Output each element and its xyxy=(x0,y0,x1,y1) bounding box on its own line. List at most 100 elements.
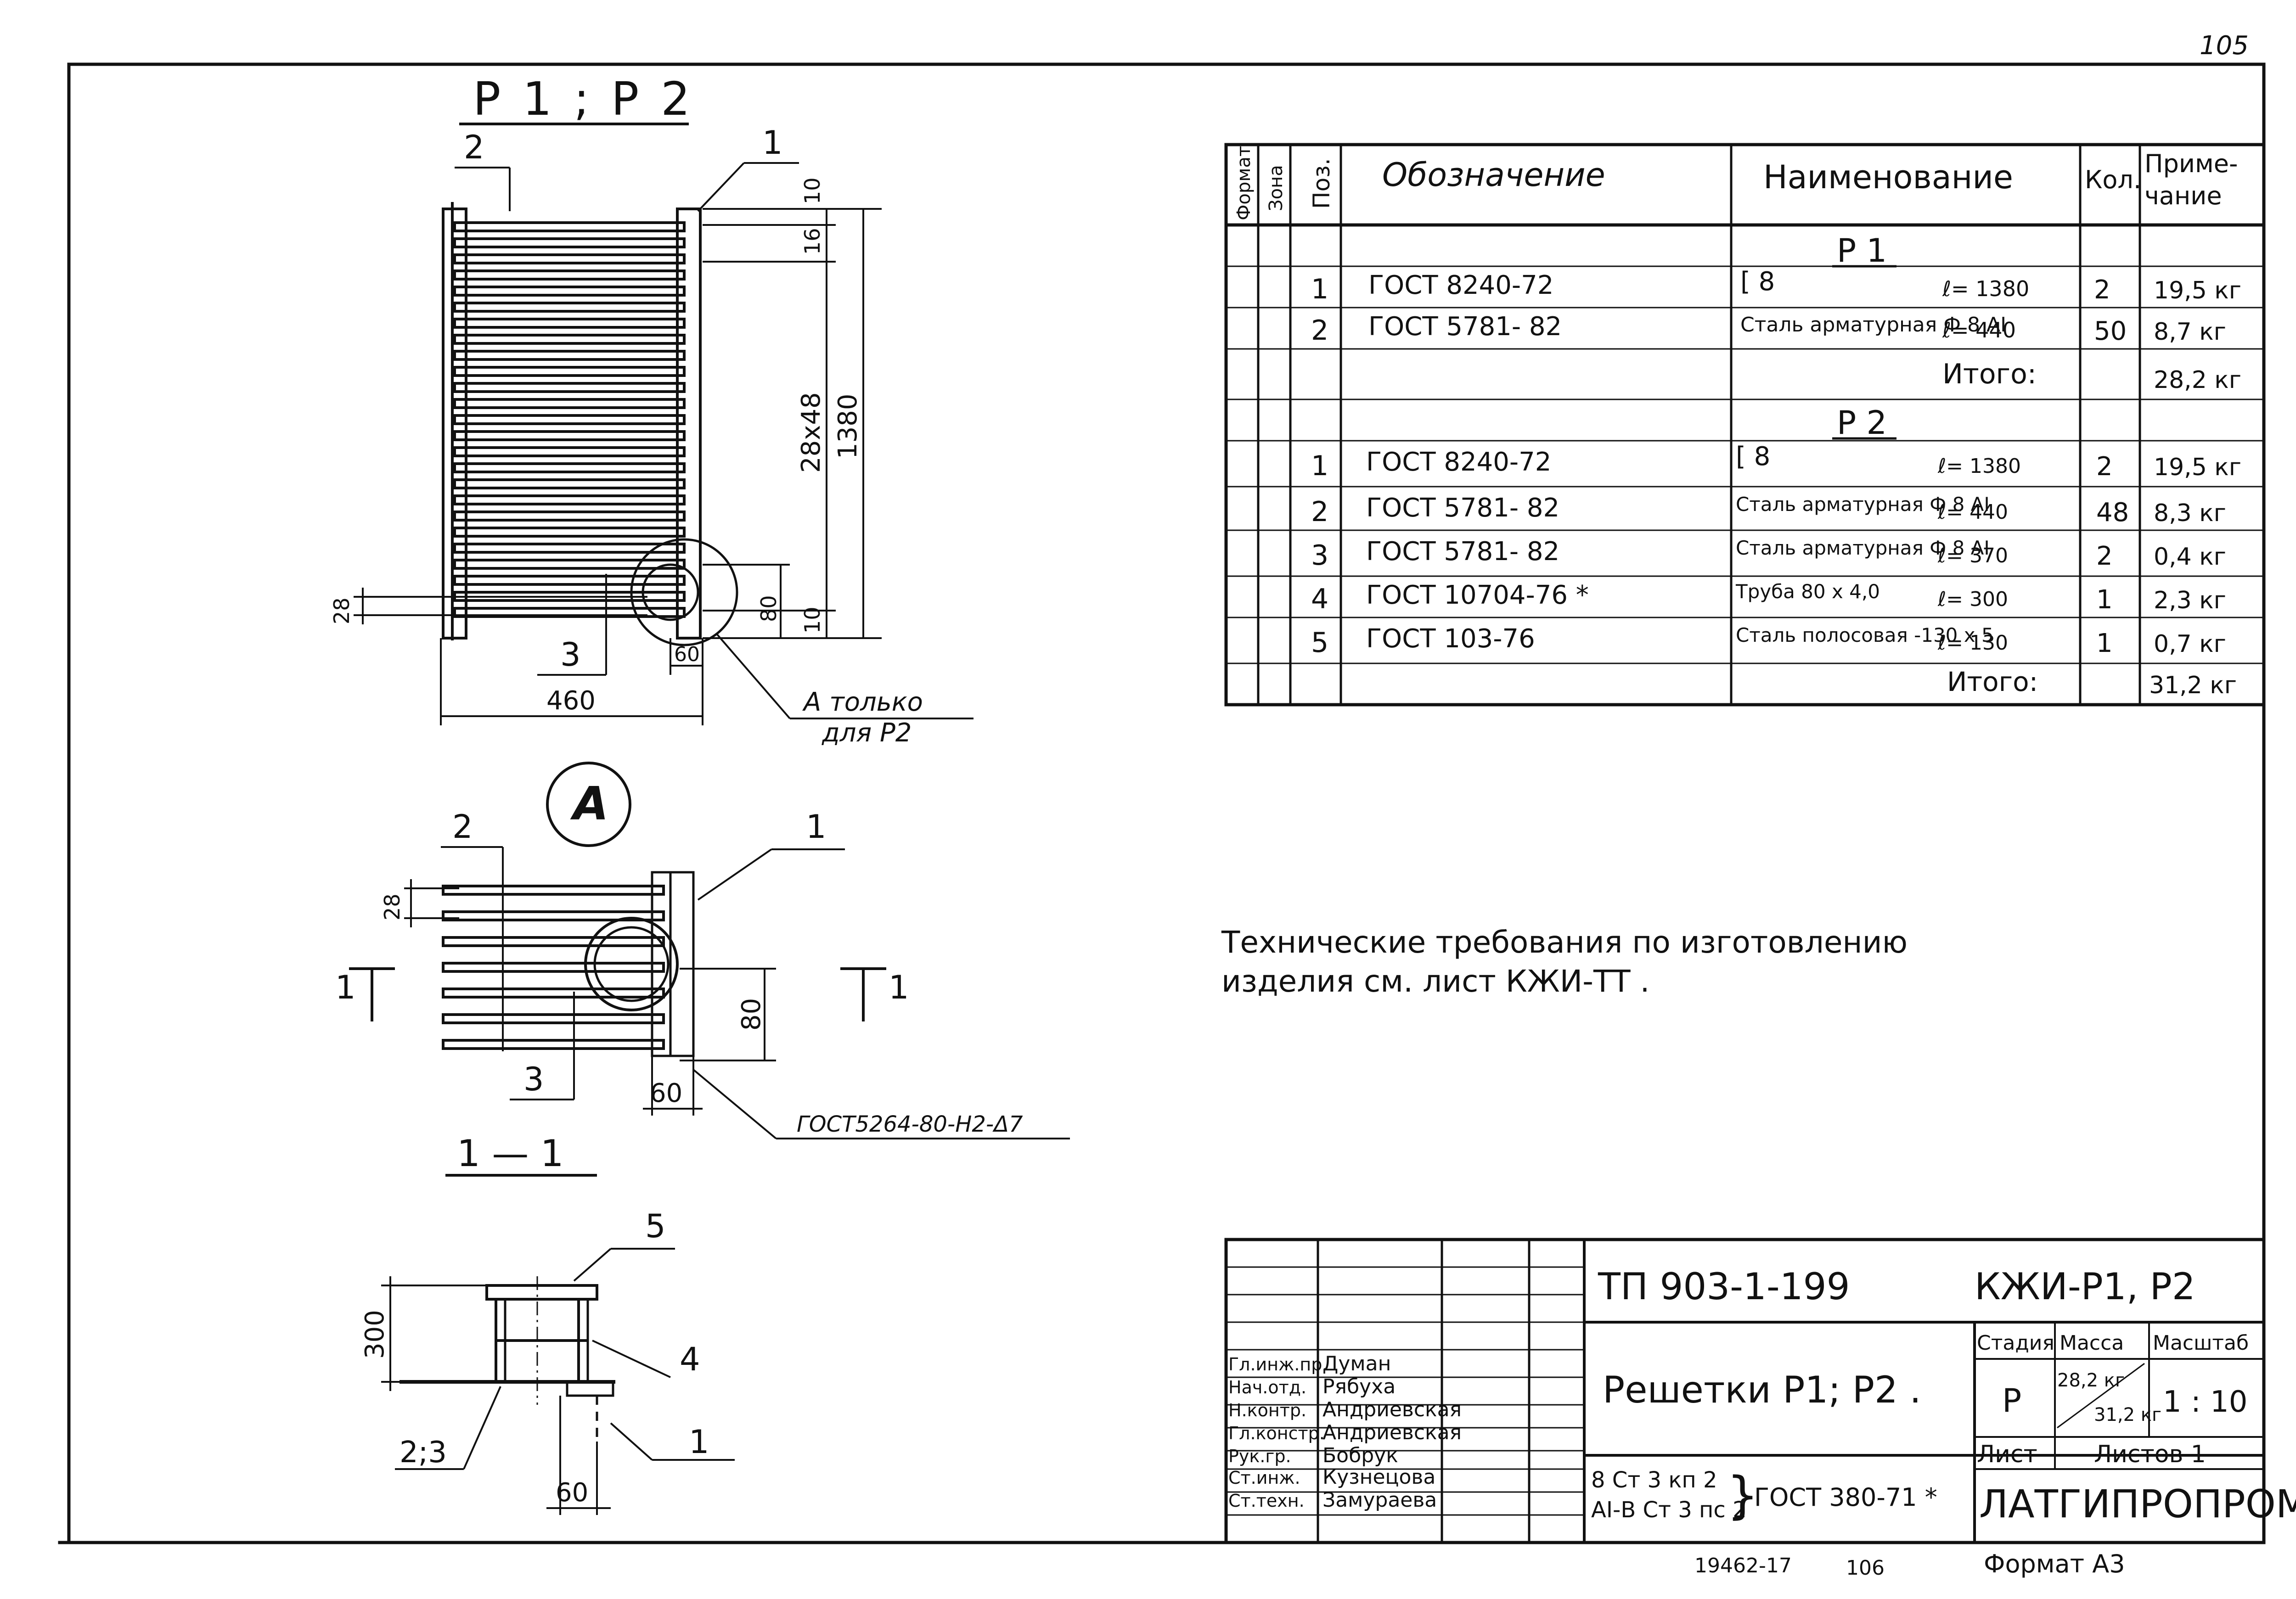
tb-sheet-ref: 106 xyxy=(1846,1556,1885,1580)
bar xyxy=(453,366,686,377)
dim-top-10: 10 xyxy=(800,177,825,204)
detail-bar xyxy=(442,936,665,947)
tb-role: Рук.гр. xyxy=(1228,1446,1291,1466)
dim-left-28: 28 xyxy=(329,597,354,624)
section-callout-5: 5 xyxy=(645,1207,666,1245)
col-header-note-2: чание xyxy=(2144,181,2222,210)
bar xyxy=(453,511,686,522)
g1-row-length: ℓ= 440 xyxy=(1942,318,2016,342)
tb-material-brace: } xyxy=(1727,1466,1759,1525)
note-A-line2: для Р2 xyxy=(822,718,912,748)
dim-pipe-80: 80 xyxy=(756,595,781,622)
tb-scale-label: Масштаб xyxy=(2153,1331,2249,1355)
tb-organization: ЛАТГИПРОПРОМ xyxy=(1979,1481,2296,1526)
group2-title: Р 2 xyxy=(1837,404,1887,442)
group1-title: Р 1 xyxy=(1837,232,1887,269)
technical-note-2: изделия см. лист КЖИ-ТТ . xyxy=(1221,964,1650,999)
callout-1: 1 xyxy=(762,124,783,162)
bar xyxy=(453,286,686,297)
tb-inventory: 19462-17 xyxy=(1694,1554,1792,1577)
tb-sheets-label: Листов 1 xyxy=(2094,1441,2206,1468)
detail-bar xyxy=(442,1039,665,1050)
tb-role-name: Бобрук xyxy=(1322,1444,1398,1467)
bar xyxy=(453,607,686,618)
tb-sheet-label: Лист xyxy=(1977,1441,2037,1468)
bar xyxy=(453,414,686,425)
pipe-circle xyxy=(642,563,699,621)
section-title: 1 — 1 xyxy=(457,1132,564,1175)
g2-row-length: ℓ= 300 xyxy=(1937,588,2008,611)
col-header-format: Формат xyxy=(1233,146,1255,220)
g2-row-note: 19,5 кг xyxy=(2154,454,2241,481)
detail-dim-80: 80 xyxy=(737,998,766,1031)
g2-row-designation: ГОСТ 10704-76 * xyxy=(1366,580,1589,610)
section-marker-right: 1 xyxy=(889,969,909,1006)
bar xyxy=(453,334,686,345)
tb-title: Решетки Р1; Р2 . xyxy=(1603,1369,1921,1411)
g2-row-designation: ГОСТ 103-76 xyxy=(1366,624,1535,654)
tb-doc-code: КЖИ-Р1, Р2 xyxy=(1975,1265,2195,1308)
title-block xyxy=(1224,1238,2266,1544)
detail-label-circle xyxy=(546,762,631,847)
g1-row-qty: 50 xyxy=(2094,316,2127,346)
dim-pipe-60: 60 xyxy=(674,643,700,666)
tb-project: ТП 903-1-199 xyxy=(1598,1265,1850,1308)
section-marker-left: 1 xyxy=(335,969,356,1006)
page-number: 105 xyxy=(2200,31,2249,61)
tb-role: Н.контр. xyxy=(1228,1400,1306,1420)
bar xyxy=(453,318,686,329)
section-dim-300: 300 xyxy=(360,1310,390,1359)
g2-row-qty: 1 xyxy=(2096,585,2113,615)
detail-A: А 2 1 3 28 80 xyxy=(335,762,1070,1177)
bar xyxy=(453,575,686,586)
section-callout-1: 1 xyxy=(689,1423,709,1461)
col-header-qty: Кол. xyxy=(2085,165,2141,194)
g2-row-length: ℓ= 130 xyxy=(1937,631,2008,655)
bar xyxy=(453,269,686,281)
tb-role: Ст.техн. xyxy=(1228,1491,1305,1511)
detail-callout-2: 2 xyxy=(452,808,473,846)
section-1-1 xyxy=(381,1248,735,1515)
bar xyxy=(453,237,686,248)
spec-table xyxy=(1224,143,2266,707)
g1-row-designation: ГОСТ 8240-72 xyxy=(1368,270,1553,300)
detail-bar xyxy=(442,987,665,999)
technical-note-1: Технические требования по изготовлению xyxy=(1221,925,1908,960)
g1-row-pos: 2 xyxy=(1311,314,1328,347)
g2-row-name: Сталь полосовая -130 х 5 xyxy=(1736,624,1994,646)
detail-bar xyxy=(442,910,665,921)
tb-stage-label: Стадия xyxy=(1977,1331,2054,1355)
bar xyxy=(453,302,686,313)
g1-row-length: ℓ= 1380 xyxy=(1942,276,2029,301)
g2-row-qty: 2 xyxy=(2096,452,2113,482)
bar xyxy=(453,398,686,409)
weld-note: ГОСТ5264-80-Н2-Δ7 xyxy=(797,1111,1023,1137)
bar xyxy=(453,446,686,457)
group1-total: 28,2 кг xyxy=(2154,366,2241,394)
col-header-name: Наименование xyxy=(1763,158,2013,196)
tb-role-name: Замураева xyxy=(1322,1488,1437,1512)
tb-material-1: 8 Ст 3 кп 2 xyxy=(1591,1467,1717,1493)
bar xyxy=(453,462,686,473)
bar xyxy=(453,478,686,489)
tb-role-name: Рябуха xyxy=(1322,1375,1396,1398)
tb-material-2: АI-В Ст 3 пс 2 xyxy=(1591,1497,1747,1523)
col-header-designation: Обозначение xyxy=(1382,156,1605,194)
g2-row-designation: ГОСТ 5781- 82 xyxy=(1366,493,1559,523)
tb-stage: Р xyxy=(2002,1382,2021,1419)
tb-role-name: Андриевская xyxy=(1322,1421,1462,1444)
g1-row-qty: 2 xyxy=(2094,275,2110,305)
g2-row-qty: 2 xyxy=(2096,541,2113,571)
g2-row-name: Сталь арматурная Ф 8 АI xyxy=(1736,537,1990,559)
g1-row-name: [ 8 xyxy=(1740,267,1775,297)
main-view: Р 1 ; Р 2 2 1 3 А только для Р2 xyxy=(329,72,974,748)
section-callout-4: 4 xyxy=(680,1341,700,1378)
bar xyxy=(453,494,686,505)
detail-circle xyxy=(630,538,738,646)
detail-bar xyxy=(442,1013,665,1024)
bar xyxy=(453,543,686,554)
tb-role: Нач.отд. xyxy=(1228,1377,1306,1397)
dim-bottom-10: 10 xyxy=(800,606,825,634)
note-A-line1: А только xyxy=(802,687,923,717)
